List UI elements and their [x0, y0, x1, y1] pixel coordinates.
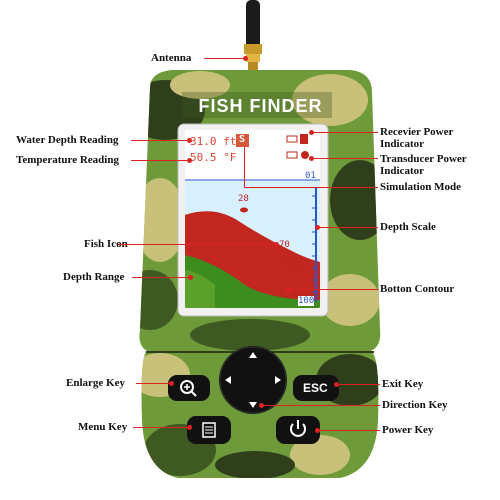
callout-dot [169, 381, 174, 386]
label-exit-key: Exit Key [382, 378, 424, 390]
left-arrow-icon [225, 376, 231, 384]
callout-dot [309, 130, 314, 135]
label-power-key: Power Key [382, 424, 434, 436]
antenna-icon [246, 0, 260, 48]
callout-enlarge-key [136, 383, 171, 384]
label-enlarge-key: Enlarge Key [66, 377, 125, 389]
down-arrow-icon [249, 402, 257, 408]
depth-reading: 31.0 ft [190, 135, 236, 148]
label-transducer-power: Transducer Power Indicator [380, 153, 467, 177]
callout-dot [309, 156, 314, 161]
direction-pad [219, 346, 287, 414]
label-depth-scale: Depth Scale [380, 221, 436, 233]
label-receiver-power-line2: Indicator [380, 138, 424, 150]
label-receiver-power-line1: Recevier Power [380, 126, 454, 138]
transducer-battery-icon [286, 151, 298, 159]
label-fish-icon: Fish Icon [84, 238, 128, 250]
label-transducer-power-line2: Indicator [380, 165, 424, 177]
esc-key-label: ESC [303, 381, 328, 395]
label-temperature: Temperature Reading [16, 154, 119, 166]
power-icon [290, 423, 306, 437]
callout-temperature [131, 160, 189, 161]
callout-dot [188, 275, 193, 280]
label-menu-key: Menu Key [78, 421, 128, 433]
device-title: FISH FINDER [198, 96, 323, 116]
fish-icon [240, 207, 301, 271]
label-depth-range: Depth Range [63, 271, 125, 283]
power-key [276, 416, 320, 444]
callout-transducer-power [312, 158, 378, 159]
callout-receiver-power [312, 132, 378, 133]
callout-water-depth [131, 140, 189, 141]
callout-dot [243, 56, 248, 61]
callout-dot [187, 425, 192, 430]
simulation-badge: S [239, 134, 246, 145]
zoom-icon [180, 380, 194, 394]
depth-unit: ft [223, 135, 237, 148]
callout-exit-key [337, 384, 380, 385]
label-simulation-mode: Simulation Mode [380, 181, 461, 193]
transducer-icon [301, 151, 309, 159]
right-arrow-icon [275, 376, 281, 384]
callout-dot [334, 382, 339, 387]
callout-dot [187, 138, 192, 143]
callout-depth-range [132, 277, 190, 278]
menu-icon [202, 422, 216, 438]
up-arrow-icon [249, 352, 257, 358]
depth-value: 31.0 [190, 135, 217, 148]
label-receiver-power: Recevier Power Indicator [380, 126, 453, 150]
callout-dot [274, 242, 279, 247]
callout-power-key [318, 430, 380, 431]
label-direction-key: Direction Key [382, 399, 448, 411]
label-bottom-contour: Botton Contour [380, 283, 455, 295]
fish-depth-label: 87 [293, 256, 304, 266]
callout-simulation-mode-vertical [244, 147, 245, 187]
callout-menu-key [133, 427, 189, 428]
label-antenna: Antenna [151, 52, 192, 64]
callout-dot [315, 428, 320, 433]
callout-direction-key [262, 405, 380, 406]
callout-depth-scale [318, 227, 378, 228]
receiver-signal-icon [300, 134, 308, 144]
callout-dot [187, 158, 192, 163]
temperature-unit: °F [223, 151, 237, 164]
fish-depth-label: 28 [238, 194, 249, 204]
callout-simulation-mode [244, 187, 378, 188]
receiver-battery-icon [286, 135, 298, 143]
callout-dot [286, 287, 291, 292]
scale-bottom-label: 100 [298, 296, 315, 306]
label-water-depth: Water Depth Reading [16, 134, 119, 146]
callout-dot [315, 225, 320, 230]
callout-fish-icon [118, 244, 276, 245]
fish-depth-label: 70 [279, 240, 290, 250]
scale-top-label: 01 [305, 171, 316, 181]
temperature-reading: 50.5 °F [190, 151, 236, 164]
callout-antenna [204, 58, 246, 59]
enlarge-key [168, 375, 210, 401]
callout-dot [259, 403, 264, 408]
label-transducer-power-line1: Transducer Power [380, 153, 467, 165]
callout-bottom-contour [289, 289, 378, 290]
esc-key [293, 375, 339, 401]
temperature-value: 50.5 [190, 151, 217, 164]
